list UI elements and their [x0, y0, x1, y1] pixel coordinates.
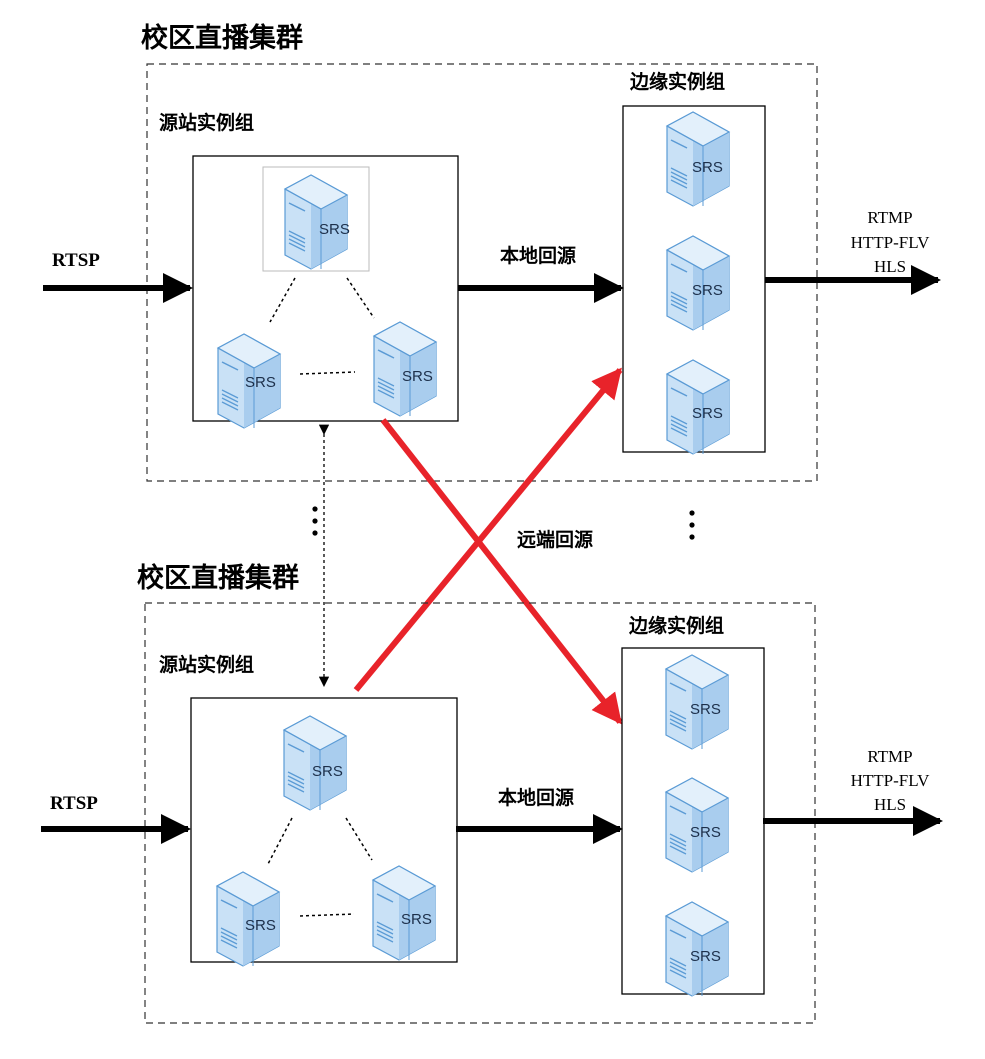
server-label: SRS [402, 368, 433, 385]
input-protocol-label: RTSP [52, 250, 100, 271]
server-label: SRS [312, 763, 343, 780]
ellipsis-dots [689, 510, 695, 540]
output-protocol-label: RTMP [867, 747, 912, 766]
remote-pull-arrow [380, 418, 623, 725]
peer-link [346, 277, 375, 319]
cluster-boundary [144, 602, 816, 1024]
edge-group-label: 边缘实例组 [629, 70, 725, 93]
output-protocol-label: HTTP-FLV [851, 771, 930, 790]
server-label: SRS [692, 282, 723, 299]
peer-link [299, 913, 355, 917]
cluster-1: 校区直播集群 源站实例组 SRS SRS SRS RTSP 本地回源 边缘实例组… [43, 22, 941, 482]
output-protocol-label: RTMP [867, 208, 912, 227]
cluster-title: 校区直播集群 [137, 562, 299, 594]
server-label: SRS [690, 701, 721, 718]
master-server-frame [262, 166, 370, 272]
cluster-title: 校区直播集群 [141, 22, 303, 54]
server-label: SRS [690, 824, 721, 841]
remote-pull-label: 远端回源 [517, 528, 593, 551]
output-protocol-label: HTTP-FLV [851, 233, 930, 252]
input-protocol-label: RTSP [50, 793, 98, 814]
server-label: SRS [245, 374, 276, 391]
output-protocol-label: HLS [874, 795, 906, 814]
ellipsis-dots [312, 506, 318, 536]
server-label: SRS [245, 917, 276, 934]
edge-group-label: 边缘实例组 [628, 614, 724, 637]
output-protocol-label: HLS [874, 257, 906, 276]
server-label: SRS [692, 405, 723, 422]
local-pull-label: 本地回源 [498, 786, 574, 809]
origin-group-label: 源站实例组 [159, 653, 254, 676]
server-label: SRS [690, 948, 721, 965]
server-label: SRS [401, 911, 432, 928]
server-label: SRS [319, 221, 350, 238]
peer-link [267, 817, 293, 865]
cluster-2: 校区直播集群 源站实例组 SRS SRS SRS RTSP 本地回源 边缘实例组… [41, 562, 943, 1024]
cluster-boundary [146, 63, 818, 482]
peer-link [269, 277, 296, 323]
remote-pull-arrow [353, 367, 623, 692]
origin-group-label: 源站实例组 [159, 111, 254, 134]
peer-link [345, 817, 373, 861]
local-pull-label: 本地回源 [500, 244, 576, 267]
server-label: SRS [692, 159, 723, 176]
peer-link [299, 371, 356, 375]
